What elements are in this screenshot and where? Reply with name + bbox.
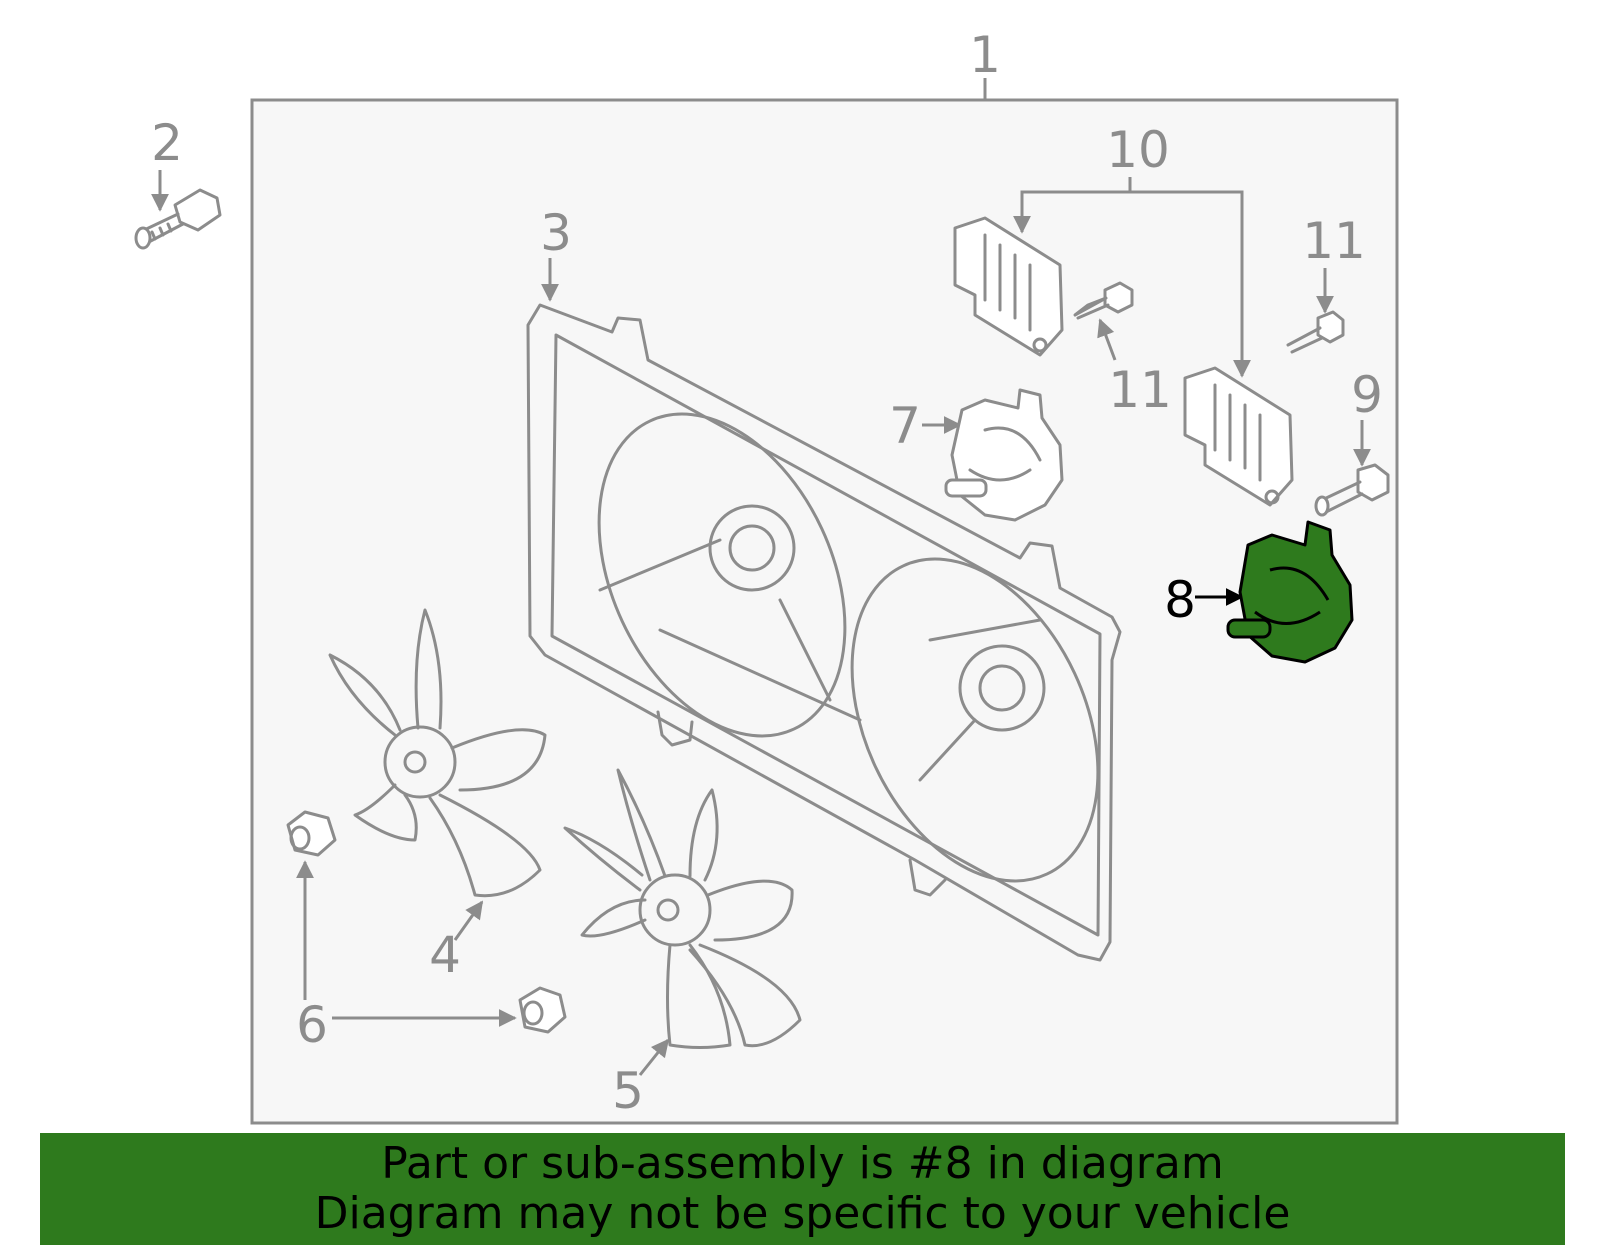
callout-5: 5 xyxy=(612,1062,644,1120)
banner-line-1: Part or sub-assembly is #8 in diagram xyxy=(381,1138,1224,1189)
bolt-part-9 xyxy=(1314,463,1390,517)
nut-part-6-upper xyxy=(286,810,337,857)
callout-4: 4 xyxy=(429,926,461,984)
callout-2: 2 xyxy=(151,114,183,172)
fan-resistor-part-10-lower xyxy=(1183,366,1294,507)
screw-part-11-middle xyxy=(1073,281,1134,320)
fan-resistor-part-10-upper xyxy=(953,216,1064,357)
callout-6: 6 xyxy=(296,996,328,1054)
banner-line-2: Diagram may not be specific to your vehi… xyxy=(314,1188,1291,1239)
fan-motor-part-8-highlighted xyxy=(1226,520,1354,664)
fan-motor-part-7 xyxy=(944,388,1064,522)
callout-11-mid: 11 xyxy=(1108,361,1172,419)
fan-shroud-part-3 xyxy=(526,303,1122,962)
callout-3: 3 xyxy=(540,204,572,262)
nut-part-6-lower xyxy=(518,986,567,1034)
callout-10: 10 xyxy=(1106,121,1170,179)
fan-blade-part-4 xyxy=(328,608,547,898)
callout-8: 8 xyxy=(1164,571,1196,629)
callout-1: 1 xyxy=(969,26,1001,84)
callout-11-top: 11 xyxy=(1302,212,1366,270)
assembly-frame-box xyxy=(250,98,1399,1125)
callout-7: 7 xyxy=(889,397,921,455)
fan-blade-part-5 xyxy=(563,768,802,1049)
screw-part-11-right xyxy=(1286,310,1345,354)
callout-9: 9 xyxy=(1351,366,1383,424)
info-banner: Part or sub-assembly is #8 in diagram Di… xyxy=(40,1133,1565,1245)
bolt-part-2 xyxy=(134,188,222,250)
